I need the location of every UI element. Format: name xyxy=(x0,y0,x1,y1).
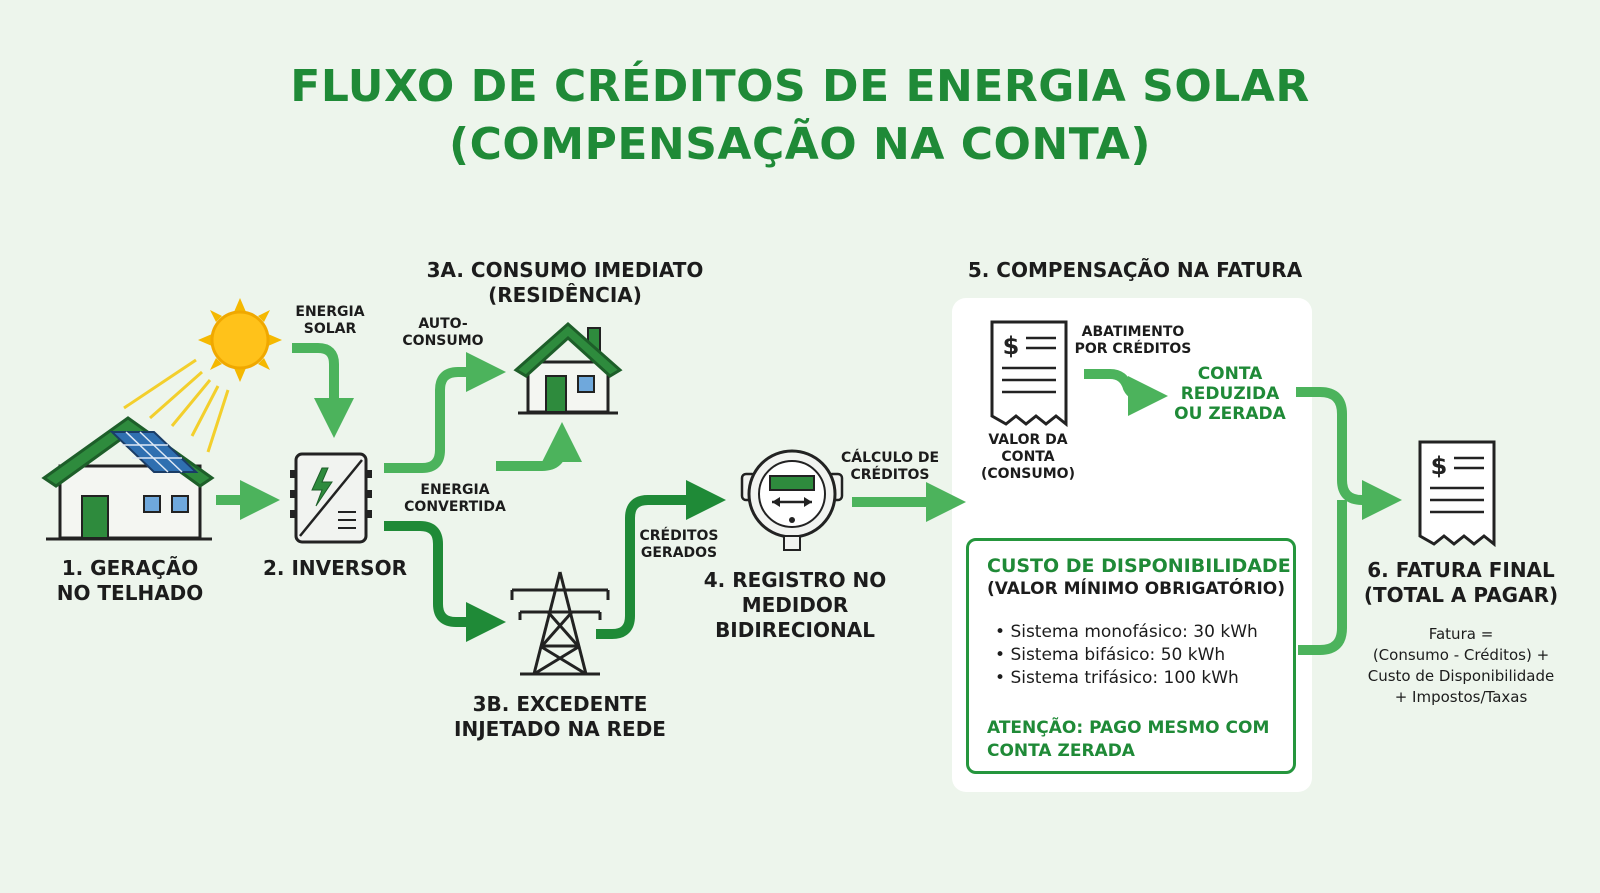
step2-label: 2. INVERSOR xyxy=(262,556,407,580)
step3b-label: 3B. EXCEDENTE INJETADO NA REDE xyxy=(430,692,690,742)
step4-line1: 4. REGISTRO NO xyxy=(703,568,887,592)
house-icon xyxy=(513,321,623,415)
cost-box-title: CUSTO DE DISPONIBILIDADE xyxy=(987,555,1291,577)
arrow-convertida-to-residence xyxy=(496,422,582,471)
formula-line2: (Consumo - Créditos) + xyxy=(1372,646,1550,664)
cost-warning-line2: CONTA ZERADA xyxy=(987,741,1135,761)
bidirectional-meter-icon xyxy=(740,449,844,551)
valor-conta-line2: CONTA xyxy=(1001,449,1055,465)
diagram-title-line1: FLUXO DE CRÉDITOS DE ENERGIA SOLAR xyxy=(290,61,1310,112)
step3a-line1: 3A. CONSUMO IMEDIATO xyxy=(426,258,704,282)
energia-convertida-line2: CONVERTIDA xyxy=(404,499,506,515)
autoconsumo-line1: AUTO- xyxy=(418,316,468,332)
valor-conta-line1: VALOR DA xyxy=(988,432,1068,448)
cost-box-warning: ATENÇÃO: PAGO MESMO COM CONTA ZERADA xyxy=(987,717,1269,763)
sun-rays xyxy=(123,358,230,453)
cost-item-bi: Sistema bifásico: 50 kWh xyxy=(995,644,1258,667)
step1-line2: NO TELHADO xyxy=(56,581,204,605)
final-invoice-icon: $ xyxy=(1418,440,1496,548)
transmission-tower-icon xyxy=(510,571,610,676)
step5-label: 5. COMPENSAÇÃO NA FATURA xyxy=(967,258,1303,282)
flow-arrows xyxy=(216,343,1402,655)
diagram-title-line2: (COMPENSAÇÃO NA CONTA) xyxy=(448,119,1151,170)
step4-line2: MEDIDOR xyxy=(741,593,849,617)
step4-line3: BIDIRECIONAL xyxy=(715,618,875,642)
arrow-cost-to-final xyxy=(1298,500,1347,655)
step6-line2: (TOTAL A PAGAR) xyxy=(1363,583,1559,607)
conta-reduzida-label: CONTA REDUZIDA OU ZERADA xyxy=(1170,364,1290,424)
creditos-gerados-label: CRÉDITOS GERADOS xyxy=(624,528,734,562)
availability-cost-box: CUSTO DE DISPONIBILIDADE (VALOR MÍNIMO O… xyxy=(966,538,1296,774)
autoconsumo-label: AUTO- CONSUMO xyxy=(388,316,498,350)
calculo-creditos-line1: CÁLCULO DE xyxy=(840,450,940,466)
invoice-icon: $ xyxy=(990,320,1068,428)
energia-solar-label: ENERGIA SOLAR xyxy=(280,304,380,338)
arrow-bill-to-reduced xyxy=(1084,369,1168,416)
energia-convertida-label: ENERGIA CONVERTIDA xyxy=(390,482,520,516)
sun-icon xyxy=(198,298,282,382)
cost-item-mono: Sistema monofásico: 30 kWh xyxy=(995,621,1257,644)
formula-line3: Custo de Disponibilidade xyxy=(1367,667,1555,685)
calculo-creditos-line2: CRÉDITOS xyxy=(850,467,930,483)
step4-label: 4. REGISTRO NO MEDIDOR BIDIRECIONAL xyxy=(690,568,900,643)
abatimento-line1: ABATIMENTO xyxy=(1081,324,1185,340)
arrow-reduced-to-final xyxy=(1296,387,1402,520)
step6-label: 6. FATURA FINAL (TOTAL A PAGAR) xyxy=(1346,558,1576,608)
arrow-inverter-to-residence xyxy=(384,352,506,473)
arrow-sun-to-inverter xyxy=(292,343,354,438)
autoconsumo-line2: CONSUMO xyxy=(402,333,484,349)
final-invoice-formula: Fatura = (Consumo - Créditos) + Custo de… xyxy=(1346,624,1576,708)
cost-warning-line1: ATENÇÃO: PAGO MESMO COM xyxy=(987,718,1270,738)
creditos-gerados-line2: GERADOS xyxy=(640,545,718,561)
inverter-icon xyxy=(290,452,372,544)
step6-line1: 6. FATURA FINAL xyxy=(1367,558,1555,582)
house-with-solar-panels-icon xyxy=(41,416,215,541)
formula-line4: + Impostos/Taxas xyxy=(1394,688,1528,706)
energia-solar-line1: ENERGIA xyxy=(295,304,365,320)
valor-conta-line3: (CONSUMO) xyxy=(981,466,1075,482)
step3a-line2: (RESIDÊNCIA) xyxy=(488,283,642,307)
conta-reduzida-line2: REDUZIDA xyxy=(1180,384,1280,404)
step3b-line2: INJETADO NA REDE xyxy=(454,717,666,741)
creditos-gerados-line1: CRÉDITOS xyxy=(639,528,719,544)
formula-line1: Fatura = xyxy=(1428,625,1494,643)
arrow-grid-to-meter xyxy=(596,480,726,639)
step3b-line1: 3B. EXCEDENTE xyxy=(472,692,648,716)
step3a-label: 3A. CONSUMO IMEDIATO (RESIDÊNCIA) xyxy=(420,258,710,308)
energia-convertida-line1: ENERGIA xyxy=(420,482,490,498)
step1-line1: 1. GERAÇÃO xyxy=(61,556,199,580)
abatimento-label: ABATIMENTO POR CRÉDITOS xyxy=(1068,324,1198,358)
cost-box-subtitle: (VALOR MÍNIMO OBRIGATÓRIO) xyxy=(987,579,1285,599)
step1-label: 1. GERAÇÃO NO TELHADO xyxy=(40,556,220,606)
abatimento-line2: POR CRÉDITOS xyxy=(1074,341,1192,357)
valor-conta-label: VALOR DA CONTA (CONSUMO) xyxy=(968,432,1088,483)
cost-item-tri: Sistema trifásico: 100 kWh xyxy=(995,667,1258,690)
svg-text:$: $ xyxy=(1003,332,1020,360)
cost-box-list: Sistema monofásico: 30 kWh Sistema bifás… xyxy=(995,621,1258,690)
conta-reduzida-line3: OU ZERADA xyxy=(1174,404,1286,424)
conta-reduzida-line1: CONTA xyxy=(1197,364,1263,384)
svg-text:$: $ xyxy=(1431,452,1448,480)
calculo-creditos-label: CÁLCULO DE CRÉDITOS xyxy=(830,450,950,484)
energia-solar-line2: SOLAR xyxy=(303,321,357,337)
arrow-inverter-to-grid xyxy=(384,521,506,642)
